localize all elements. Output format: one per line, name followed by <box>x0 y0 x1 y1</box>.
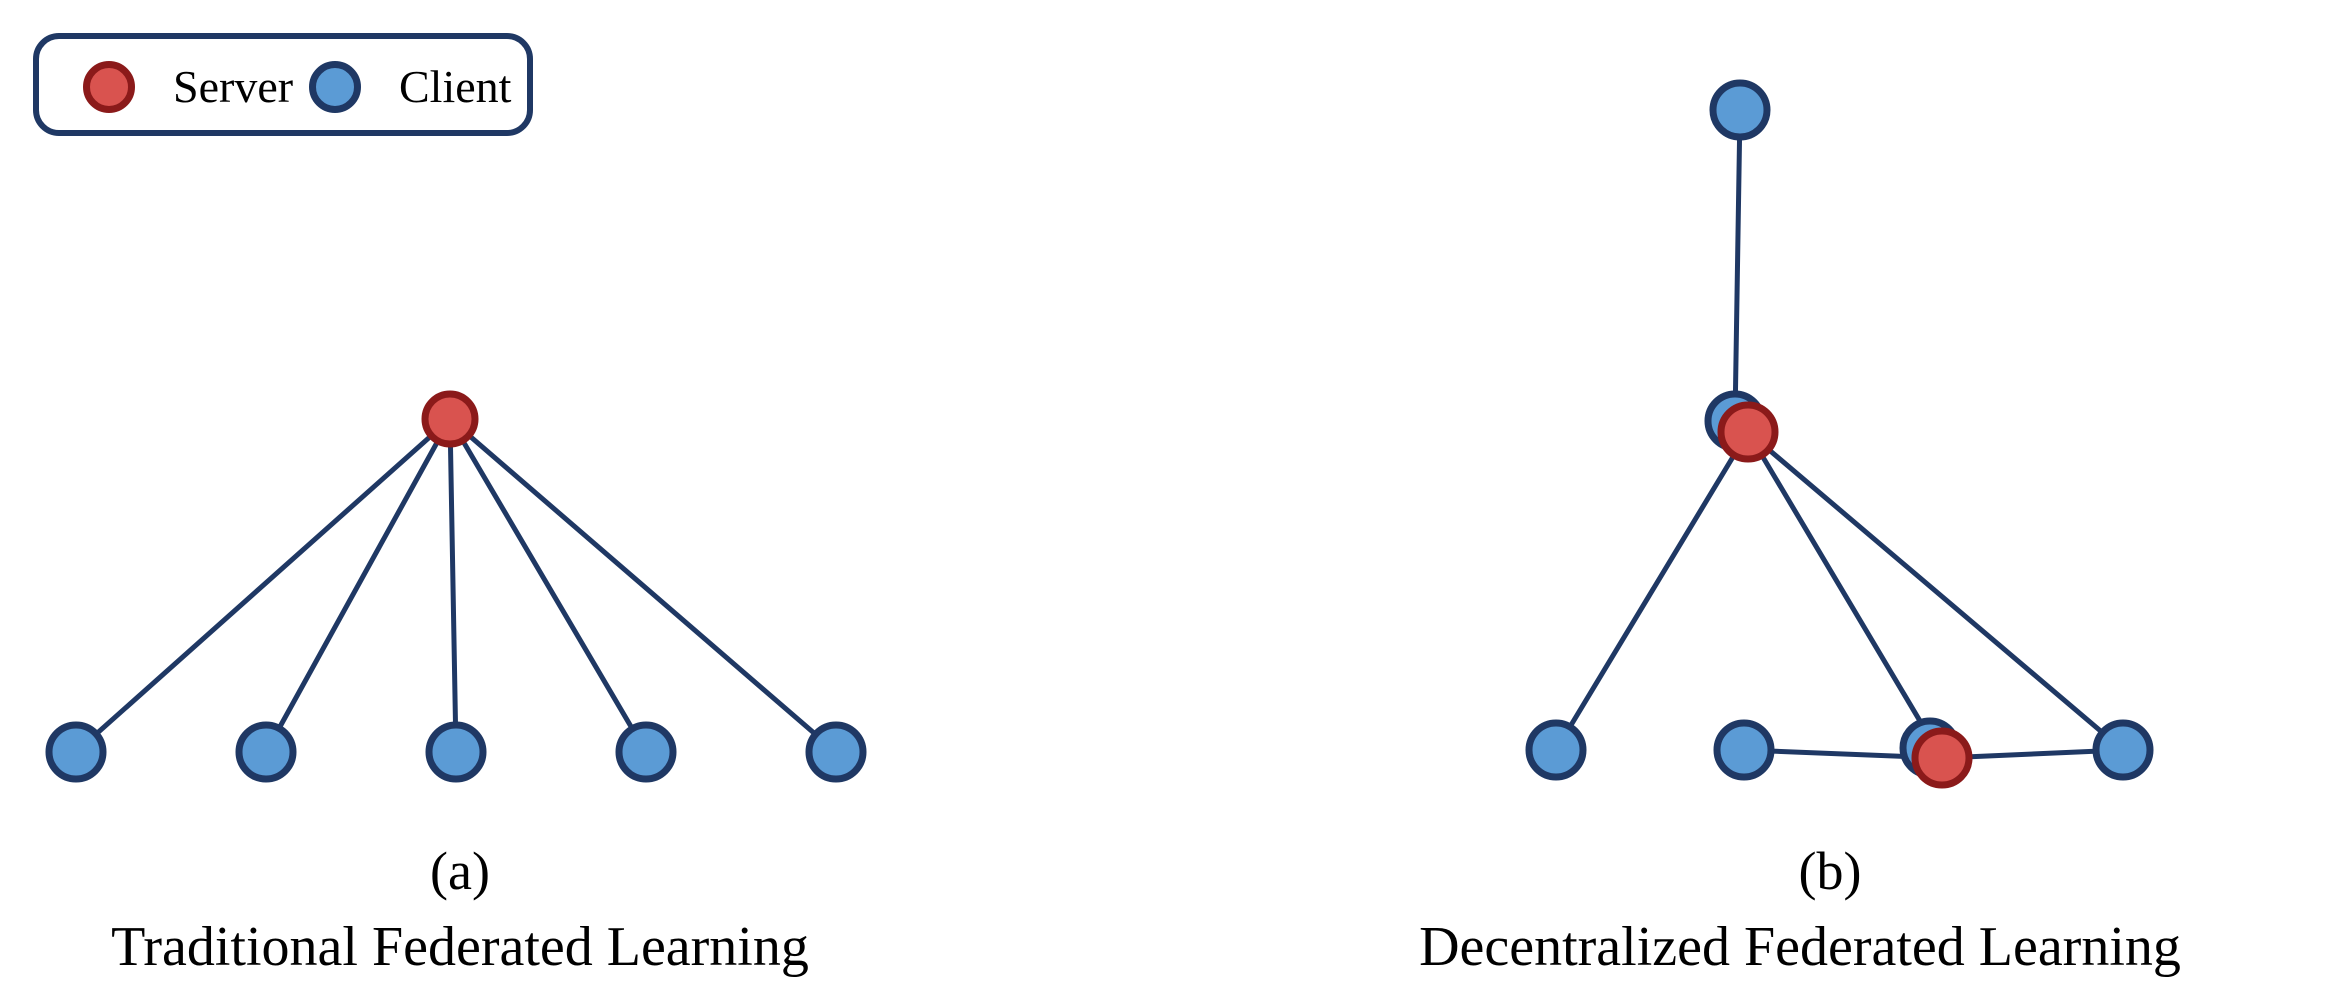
client-node[interactable] <box>1713 719 1775 781</box>
graph-edge <box>1745 429 1945 761</box>
panel-b-nodes <box>1525 79 2154 789</box>
panel-b-letter: (b) <box>1798 841 1862 901</box>
legend-label-server: Server <box>173 61 294 112</box>
panel-a-nodes <box>45 390 867 783</box>
graph-edge <box>263 416 453 755</box>
graph-edge <box>447 416 649 755</box>
server-node-swatch-icon <box>83 61 135 113</box>
panel-b-edges <box>1553 107 2126 761</box>
client-node[interactable] <box>1525 719 1587 781</box>
client-node[interactable] <box>45 721 107 783</box>
client-node[interactable] <box>615 721 677 783</box>
client-node[interactable] <box>2092 719 2154 781</box>
client-node-swatch-icon <box>309 61 361 113</box>
server-node[interactable] <box>1911 727 1973 789</box>
client-node[interactable] <box>1709 79 1771 141</box>
graph-edge <box>447 416 839 755</box>
legend-entry-client: Client <box>309 61 511 113</box>
server-node[interactable] <box>1717 401 1779 463</box>
panel-b-title: Decentralized Federated Learning <box>1419 916 2181 978</box>
panel-a-title: Traditional Federated Learning <box>111 916 809 978</box>
graph-edge <box>1732 107 1743 424</box>
legend-entry-server: Server <box>83 61 293 113</box>
graph-edge <box>1745 429 2126 753</box>
legend-box: Server Client <box>33 33 533 136</box>
panel-a-edges <box>73 416 839 755</box>
legend-label-client: Client <box>399 61 512 112</box>
client-node[interactable] <box>425 721 487 783</box>
graph-edge <box>1553 429 1751 753</box>
panel-a-letter: (a) <box>430 841 490 901</box>
client-node[interactable] <box>805 721 867 783</box>
server-node[interactable] <box>421 390 479 448</box>
graph-edge <box>447 416 459 755</box>
client-node[interactable] <box>235 721 297 783</box>
graph-edge <box>73 416 453 755</box>
